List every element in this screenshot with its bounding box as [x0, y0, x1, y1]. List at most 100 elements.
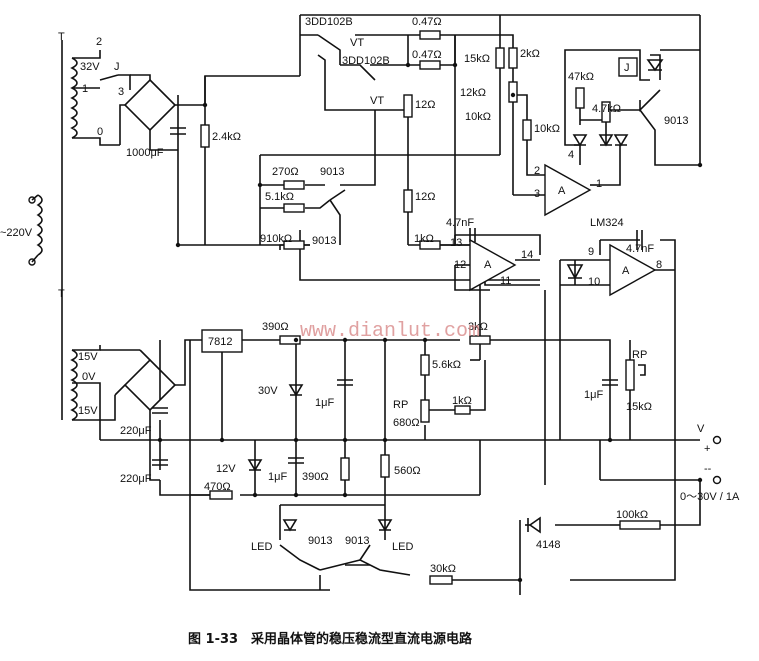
label-tap2: 2 [96, 36, 102, 48]
label-56k: 5.6kΩ [432, 359, 461, 371]
resistor-100k [619, 520, 661, 530]
output-terminal-minus [712, 475, 722, 485]
label-2k: 2kΩ [520, 48, 540, 60]
label-T-top: T [58, 31, 65, 43]
label-a3-pin3: 3 [534, 188, 540, 200]
led2-icon [377, 519, 393, 532]
led1-icon [282, 519, 298, 532]
label-7812: 7812 [208, 336, 232, 348]
labels: T 2 32V J 1 3 0 1000μF 2.4kΩ ~220V T 15V… [0, 16, 740, 575]
label-a1-pin14: 14 [521, 249, 533, 261]
label-3dd102b-b: 3DD102B [342, 55, 390, 67]
capacitor-47nf-b [636, 230, 643, 250]
label-910k: 910kΩ [260, 233, 292, 245]
label-24k: 2.4kΩ [212, 131, 241, 143]
label-rp1: RP [632, 349, 647, 361]
resistor-12b [403, 189, 413, 213]
label-rp2: RP [393, 399, 408, 411]
resistor-390b [340, 457, 350, 481]
resistor-30k [429, 575, 453, 585]
resistor-047a [419, 30, 441, 40]
label-12a: 12Ω [415, 99, 435, 111]
label-relay: J [624, 62, 630, 74]
resistor-470 [209, 490, 233, 500]
label-a2-pin9: 9 [588, 246, 594, 258]
label-220uf-a: 220μF [120, 425, 152, 437]
diode-a2 [566, 264, 584, 280]
diode-relay [598, 134, 614, 147]
resistor-10kb [522, 119, 532, 141]
mains-winding [36, 194, 43, 256]
label-vo: V [697, 423, 705, 435]
resistor-15k [495, 47, 505, 69]
label-15k-2: 15kΩ [626, 401, 652, 413]
label-390-b: 390Ω [302, 471, 329, 483]
resistor-560 [380, 454, 390, 478]
label-560: 560Ω [394, 465, 421, 477]
label-100k: 100kΩ [616, 509, 648, 521]
resistor-51k [283, 203, 305, 213]
watermark: www.dianlut.com [300, 320, 480, 343]
label-32v: 32V [80, 61, 100, 73]
label-a3-pin4: 4 [568, 149, 574, 161]
regulator-7812 [201, 329, 243, 353]
opamp-a3 [544, 163, 592, 217]
resistor-56k [420, 354, 430, 376]
label-1000uf: 1000μF [126, 147, 164, 159]
opamp-a1 [469, 238, 517, 292]
label-9013-e: 9013 [345, 535, 369, 547]
label-output-range: 0～30V / 1A [680, 491, 740, 503]
resistor-12k [508, 81, 518, 103]
label-a3-pin1: 1 [596, 178, 602, 190]
resistor-4k7 [601, 101, 611, 123]
label-15v-b: 15V [78, 405, 98, 417]
relay-coil [618, 57, 638, 77]
label-4k7: 4.7kΩ [592, 103, 621, 115]
label-a2-pin10: 10 [588, 276, 600, 288]
label-9013-c: 9013 [664, 115, 688, 127]
resistor-047b [419, 60, 441, 70]
label-mains: ~220V [0, 227, 33, 239]
capacitor-1uf-a [337, 379, 353, 386]
label-led1: LED [251, 541, 272, 553]
output-terminal-plus [712, 435, 722, 445]
label-vt2: VT [370, 95, 384, 107]
label-47nf-a: 4.7nF [446, 217, 474, 229]
capacitor-220uf-a [152, 407, 168, 414]
label-T-bottom: T [58, 288, 65, 300]
diode-flyback [646, 59, 664, 72]
label-0v: 0V [82, 371, 96, 383]
label-10k-b: 10kΩ [534, 123, 560, 135]
figure-caption: 图 1-33 采用晶体管的稳压稳流型直流电源电路 [188, 631, 473, 647]
label-1k-a: 1kΩ [414, 233, 434, 245]
label-047a: 0.47Ω [412, 16, 442, 28]
label-a2: A [622, 265, 630, 277]
resistor-2k [508, 47, 518, 69]
label-1uf-c: 1μF [268, 471, 287, 483]
label-12k: 12kΩ [460, 87, 486, 99]
label-a3-pin2: 2 [534, 165, 540, 177]
resistor-390a [279, 335, 301, 345]
label-15k: 15kΩ [464, 53, 490, 65]
label-1k-b: 1kΩ [452, 395, 472, 407]
opamp-a2 [609, 243, 657, 297]
label-vt1: VT [350, 37, 364, 49]
label-9013-a: 9013 [320, 166, 344, 178]
zener-30v [288, 384, 304, 397]
label-9013-d: 9013 [308, 535, 332, 547]
label-10k-a: 10kΩ [465, 111, 491, 123]
label-a3: A [558, 185, 566, 197]
label-30v: 30V [258, 385, 278, 397]
label-470: 470Ω [204, 481, 231, 493]
label-30k: 30kΩ [430, 563, 456, 575]
label-270: 270Ω [272, 166, 299, 178]
label-1uf-b: 1μF [584, 389, 603, 401]
diode-q [613, 134, 629, 147]
label-J1: J [114, 61, 120, 73]
components [28, 30, 722, 585]
diode-4148 [527, 516, 541, 534]
label-a2-pin8: 8 [656, 259, 662, 271]
resistor-47k [575, 87, 585, 109]
potentiometer-rp1 [625, 359, 635, 391]
